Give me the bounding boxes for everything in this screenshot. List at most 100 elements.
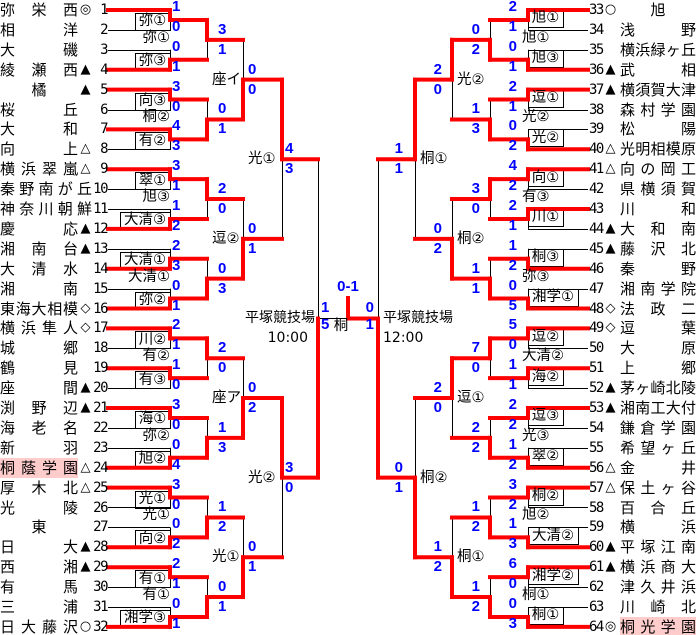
team-name-char: 綾 [0, 60, 16, 79]
team-name: 平塚江南 [620, 537, 696, 557]
team-number: 16 [93, 300, 108, 317]
match-label: 桐① [522, 587, 550, 604]
team-name-char: 付 [680, 399, 696, 417]
team-name-char: 岡 [660, 160, 676, 179]
team-name-char: 倉 [640, 418, 656, 437]
score: 2 [508, 415, 517, 433]
team-number: 60 [589, 539, 604, 556]
team-name-char: 学 [660, 279, 676, 298]
team-row: 茅ヶ崎北陵▲52 [588, 378, 696, 398]
match-label: 有② [142, 348, 171, 365]
venue-label: 平塚競技場 [245, 310, 315, 327]
team-number: 59 [589, 519, 604, 536]
team-name-char: 湘 [0, 239, 16, 258]
team-seed-mark: ▲ [605, 539, 616, 555]
team-name: 綾瀬西 [0, 60, 78, 80]
team-name-char: 須 [635, 80, 651, 99]
score: 5 [508, 316, 517, 334]
bracket-lines-winner-path [106, 8, 590, 629]
team-name-char: 大 [620, 219, 636, 238]
team-number: 24 [93, 459, 108, 476]
team-name-char: 水 [62, 259, 78, 278]
score: 1 [508, 17, 517, 35]
score: 2 [172, 555, 181, 573]
match-label: 座ア [212, 390, 241, 407]
match-label: 湘学① [532, 289, 574, 306]
team-name-char: 沢 [650, 239, 666, 258]
team-number: 55 [589, 439, 604, 456]
score: 0 [218, 200, 227, 218]
match-label: 向① [531, 169, 560, 186]
match-label: 弥① [142, 29, 171, 46]
team-seed-mark [78, 119, 93, 139]
team-row: 法政二◇48 [588, 299, 696, 319]
team-name: 横浜緑ヶ丘 [620, 40, 696, 60]
team-name: 百合丘 [620, 498, 696, 518]
score: 1 [471, 578, 480, 596]
score: 0 [433, 80, 442, 98]
team-name-char: 神 [0, 200, 16, 218]
team-number: 31 [93, 599, 108, 615]
team-seed-mark: ▲ [80, 380, 91, 396]
team-name-char: ヶ [665, 40, 681, 59]
team-seed-mark: ○ [604, 2, 617, 17]
team-name-char: 原 [680, 339, 696, 358]
team-name-char: 西 [0, 558, 16, 577]
team-name-char: 西 [62, 60, 78, 79]
team-number: 37 [589, 81, 604, 98]
score: 1 [172, 57, 181, 75]
team-name-char: 葉 [680, 319, 696, 338]
team-name-char: 丘 [76, 180, 92, 199]
team-name-char: 川 [620, 598, 636, 616]
match-label: 有② [138, 132, 167, 149]
team-seed-mark: ◎ [604, 618, 617, 634]
score: 4 [285, 140, 294, 158]
team-name-char: 模 [665, 140, 681, 159]
match-label: 逗① [531, 90, 560, 107]
team-name-char: 崎 [650, 379, 666, 398]
score: 1 [508, 376, 517, 394]
team-name-char: 二 [680, 299, 696, 318]
team-row: 武相▲36 [588, 60, 696, 80]
team-seed-mark: ▲ [605, 220, 616, 236]
team-row: 日大▲28 [0, 537, 108, 557]
team-name-char: 浜 [680, 578, 696, 597]
team-seed-mark: ▲ [80, 220, 91, 236]
team-name-char: 上 [620, 359, 636, 378]
team-seed-mark [78, 338, 93, 358]
team-name: 東 [0, 517, 78, 537]
team-number: 25 [93, 479, 108, 496]
team-number: 41 [589, 161, 604, 178]
score: 0 [248, 538, 257, 556]
match-label: 光① [142, 507, 171, 524]
team-name-char: 横 [620, 518, 636, 537]
score: 0 [508, 117, 517, 135]
team-name: 秦野南が丘 [0, 179, 92, 199]
team-name-char: 森 [620, 100, 636, 119]
match-label: 有① [142, 587, 171, 604]
team-name: 金井 [620, 458, 696, 478]
match-label: 桐③ [531, 249, 560, 266]
team-seed-mark: ▲ [80, 240, 91, 256]
team-name-char: 東 [31, 518, 47, 537]
score: 0 [394, 458, 403, 476]
team-name: 湘南 [0, 279, 78, 299]
team-name-char: 横 [0, 319, 16, 338]
team-number: 61 [589, 559, 604, 576]
score: 1 [172, 336, 181, 354]
team-name-char: 浦 [62, 598, 78, 616]
team-seed-mark: △ [605, 161, 616, 177]
team-number: 34 [589, 21, 604, 38]
match-label: 大清③ [124, 212, 166, 229]
team-name: 法政二 [620, 299, 696, 319]
team-name-char: 賀 [680, 180, 696, 199]
team-number: 54 [589, 419, 604, 436]
team-name: 大磯 [0, 40, 78, 60]
team-name-char: 桐 [620, 617, 636, 635]
score: 5 [321, 316, 330, 334]
score: 2 [508, 0, 517, 15]
